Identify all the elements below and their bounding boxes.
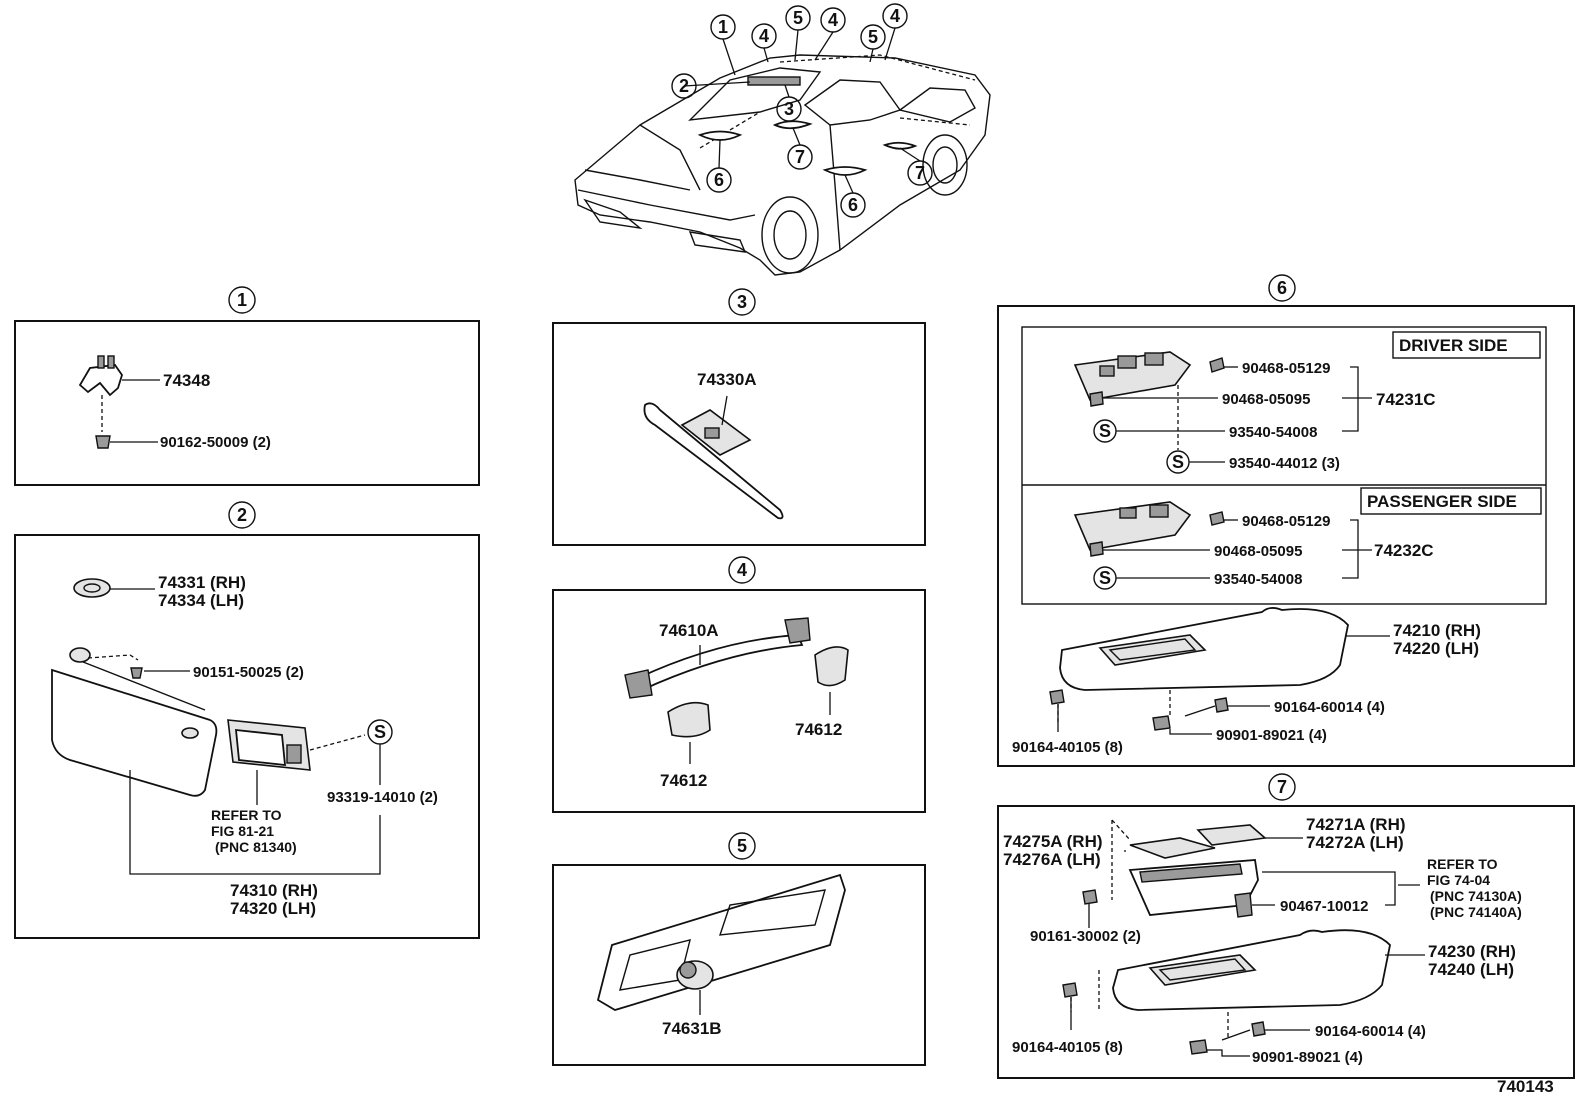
callout-6a: 6 bbox=[714, 170, 724, 190]
passenger-assy-74232C: 74232C bbox=[1374, 541, 1434, 560]
part-74271A: 74271A (RH) bbox=[1306, 815, 1406, 834]
armrest-part-74210: 74210 (RH) bbox=[1393, 621, 1481, 640]
figure-id: 740143 bbox=[1497, 1077, 1554, 1096]
part-74320: 74320 (LH) bbox=[230, 899, 316, 918]
section-3-number: 3 bbox=[737, 292, 747, 312]
part-74348: 74348 bbox=[163, 371, 210, 390]
passenger-side-label: PASSENGER SIDE bbox=[1367, 492, 1517, 511]
section-4-box bbox=[552, 589, 926, 813]
callout-4a: 4 bbox=[759, 26, 769, 46]
refer7-line-2: FIG 74-04 bbox=[1427, 872, 1490, 888]
part-74276A: 74276A (LH) bbox=[1003, 850, 1101, 869]
refer7-line-4: (PNC 74140A) bbox=[1430, 904, 1522, 920]
part-74612-b: 74612 bbox=[795, 720, 842, 739]
section-2: 2 74331 (RH) 74334 (LH) 90151-50025 (2) … bbox=[14, 501, 480, 939]
part7-90164-60014: 90164-60014 (4) bbox=[1315, 1023, 1426, 1040]
cap-shape-1 bbox=[667, 701, 711, 738]
driver-side-label: DRIVER SIDE bbox=[1399, 336, 1508, 355]
callout-3: 3 bbox=[784, 99, 794, 119]
refer-line-2: FIG 81-21 bbox=[211, 823, 274, 839]
part-90162-50009: 90162-50009 (2) bbox=[160, 434, 271, 451]
passenger-side-label-box bbox=[1360, 487, 1542, 515]
part-74272A: 74272A (LH) bbox=[1306, 833, 1404, 852]
driver-part-90468-05095: 90468-05095 bbox=[1222, 391, 1310, 408]
car-callouts: 1 2 3 4 4 4 5 5 6 6 7 7 bbox=[671, 3, 933, 218]
part-74631B: 74631B bbox=[662, 1019, 722, 1038]
s-mark-6a: S bbox=[1099, 421, 1111, 441]
section-3: 3 74330A bbox=[552, 288, 926, 546]
callout-4b: 4 bbox=[828, 10, 838, 30]
passenger-part-90468-05095: 90468-05095 bbox=[1214, 543, 1302, 560]
part-90467-10012: 90467-10012 bbox=[1280, 898, 1368, 915]
section-1-number: 1 bbox=[237, 290, 247, 310]
mirror-shape bbox=[643, 402, 784, 520]
armrest-part-90164-60014: 90164-60014 (4) bbox=[1274, 699, 1385, 716]
section-5-box bbox=[552, 864, 926, 1066]
box-lid-shape bbox=[1129, 837, 1216, 859]
part7-90901-89021: 90901-89021 (4) bbox=[1252, 1049, 1363, 1066]
part-74330A: 74330A bbox=[697, 370, 757, 389]
sun-visor-shape bbox=[51, 668, 218, 797]
section-5-number: 5 bbox=[737, 836, 747, 856]
driver-part-90468-05129: 90468-05129 bbox=[1242, 360, 1330, 377]
section-2-box bbox=[14, 534, 480, 939]
part7-90164-40105: 90164-40105 (8) bbox=[1012, 1039, 1123, 1056]
visor-panel-shape bbox=[596, 873, 846, 1011]
part-74331: 74331 (RH) bbox=[158, 573, 246, 592]
passenger-part-93540-54008: 93540-54008 bbox=[1214, 571, 1302, 588]
part-74310: 74310 (RH) bbox=[230, 881, 318, 900]
part-74240: 74240 (LH) bbox=[1428, 960, 1514, 979]
driver-assy-74231C: 74231C bbox=[1376, 390, 1436, 409]
section-7: 7 74275A (RH) 74276A (LH) 74271A (RH) 74… bbox=[997, 773, 1575, 1079]
driver-part-93540-54008: 93540-54008 bbox=[1229, 424, 1317, 441]
callout-1: 1 bbox=[718, 17, 728, 37]
section-4-number: 4 bbox=[737, 560, 747, 580]
callout-6b: 6 bbox=[848, 195, 858, 215]
car-illustration: 1 2 3 4 4 4 5 5 6 6 7 7 bbox=[574, 3, 991, 276]
switch-panels-box bbox=[1021, 326, 1547, 605]
section-1-box bbox=[14, 320, 480, 486]
section-6-number: 6 bbox=[1277, 278, 1287, 298]
armrest-part-74220: 74220 (LH) bbox=[1393, 639, 1479, 658]
section-4: 4 74610A 74612 74612 bbox=[552, 556, 926, 813]
section-5: 5 74631B bbox=[552, 832, 926, 1066]
driver-side-label-box bbox=[1392, 331, 1541, 359]
refer7-line-1: REFER TO bbox=[1427, 856, 1498, 872]
section-3-box bbox=[552, 322, 926, 546]
part-74334: 74334 (LH) bbox=[158, 591, 244, 610]
callout-5b: 5 bbox=[868, 27, 878, 47]
callout-4c: 4 bbox=[890, 6, 900, 26]
section-7-number: 7 bbox=[1277, 777, 1287, 797]
armrest-part-90901-89021: 90901-89021 (4) bbox=[1216, 727, 1327, 744]
part-90151-50025: 90151-50025 (2) bbox=[193, 664, 304, 681]
callout-7b: 7 bbox=[915, 163, 925, 183]
section-6: 6 DRIVER SIDE PASSENGER SIDE S S 90468-0… bbox=[997, 274, 1575, 767]
passenger-part-90468-05129: 90468-05129 bbox=[1242, 513, 1330, 530]
refer7-line-3: (PNC 74130A) bbox=[1430, 888, 1522, 904]
section-7-box bbox=[997, 805, 1575, 1079]
cap-shape-2 bbox=[814, 646, 849, 687]
section-6-box bbox=[997, 305, 1575, 767]
part-90161-30002: 90161-30002 (2) bbox=[1030, 928, 1141, 945]
part-74612-a: 74612 bbox=[660, 771, 707, 790]
s-mark-6b: S bbox=[1172, 452, 1184, 472]
s-mark-2: S bbox=[374, 722, 386, 742]
part-74275A: 74275A (RH) bbox=[1003, 832, 1103, 851]
section-2-number: 2 bbox=[237, 505, 247, 525]
s-mark-6c: S bbox=[1099, 568, 1111, 588]
part-74230: 74230 (RH) bbox=[1428, 942, 1516, 961]
callout-5a: 5 bbox=[793, 8, 803, 28]
part-93319-14010: 93319-14010 (2) bbox=[327, 789, 438, 806]
refer-line-3: (PNC 81340) bbox=[215, 839, 297, 855]
grip-handle-shape bbox=[636, 634, 804, 692]
section-1: 1 74348 90162-50009 (2) bbox=[14, 286, 480, 486]
refer-line-1: REFER TO bbox=[211, 807, 282, 823]
callout-7a: 7 bbox=[795, 147, 805, 167]
armrest-part-90164-40105: 90164-40105 (8) bbox=[1012, 739, 1123, 756]
sunvisor-holder-shape bbox=[78, 364, 123, 397]
part-74610A: 74610A bbox=[659, 621, 719, 640]
driver-part-93540-44012: 93540-44012 (3) bbox=[1229, 455, 1340, 472]
